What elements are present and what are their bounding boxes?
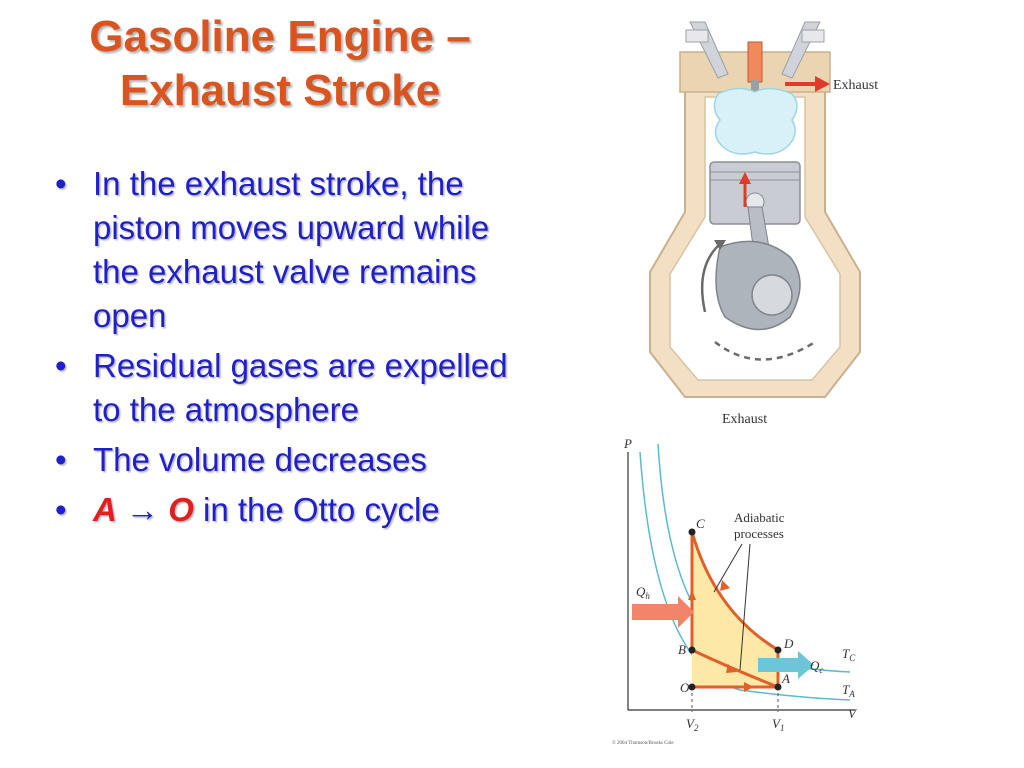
state-o-label: O xyxy=(168,491,194,528)
bullet-item: • A → O in the Otto cycle xyxy=(55,488,525,532)
slide-title: Gasoline Engine – Exhaust Stroke xyxy=(30,10,530,118)
point-a xyxy=(774,683,782,691)
otto-cycle-pv-diagram: P V C B D O A Adiabatic processes Qh Qc … xyxy=(612,436,858,746)
bullet-text: in the Otto cycle xyxy=(193,491,440,528)
bullet-item: • In the exhaust stroke, the piston move… xyxy=(55,162,525,338)
point-o-label: O xyxy=(680,680,690,695)
bullet-dot-icon: • xyxy=(55,441,67,478)
title-line-1: Gasoline Engine – xyxy=(89,12,471,61)
copyright-text: © 2004 Thomson/Brooks Cole xyxy=(612,740,674,746)
bullet-dot-icon: • xyxy=(55,491,67,528)
v1-label: V1 xyxy=(772,716,784,733)
axis-v-label: V xyxy=(848,706,858,721)
tc-label: TC xyxy=(842,646,856,663)
bullet-text: In the exhaust stroke, the piston moves … xyxy=(93,165,490,334)
bullet-list: • In the exhaust stroke, the piston move… xyxy=(55,162,525,538)
point-d xyxy=(774,646,782,654)
engine-caption: Exhaust xyxy=(722,412,767,427)
annotation-line-2: processes xyxy=(734,526,784,541)
axis-p-label: P xyxy=(623,436,632,451)
bullet-dot-icon: • xyxy=(55,165,67,202)
point-b xyxy=(688,646,696,654)
annotation-line-1: Adiabatic xyxy=(734,510,785,525)
point-a-label: A xyxy=(781,671,790,686)
ta-label: TA xyxy=(842,682,855,699)
path-c-d xyxy=(690,531,779,652)
heat-in-arrow xyxy=(678,596,694,628)
point-c xyxy=(688,528,696,536)
arrow-symbol: → xyxy=(126,491,160,528)
engine-illustration: Exhaust Exhaust xyxy=(649,21,878,427)
exhaust-arrow-label: Exhaust xyxy=(833,78,878,93)
bullet-item: • Residual gases are expelled to the atm… xyxy=(55,344,525,432)
point-o xyxy=(688,683,696,691)
bullet-dot-icon: • xyxy=(55,347,67,384)
v2-label: V2 xyxy=(686,716,699,733)
point-b-label: B xyxy=(678,642,686,657)
bullet-text: Residual gases are expelled to the atmos… xyxy=(93,347,508,428)
point-c-label: C xyxy=(696,516,705,531)
state-a-label: A xyxy=(93,491,117,528)
bullet-text: The volume decreases xyxy=(93,441,427,478)
cycle-region xyxy=(692,532,778,687)
heat-out-arrow xyxy=(798,651,814,679)
qc-label: Qc xyxy=(810,658,823,675)
qh-label: Qh xyxy=(636,584,650,601)
point-d-label: D xyxy=(783,636,794,651)
bullet-item: • The volume decreases xyxy=(55,438,525,482)
title-line-2: Exhaust Stroke xyxy=(119,66,441,115)
